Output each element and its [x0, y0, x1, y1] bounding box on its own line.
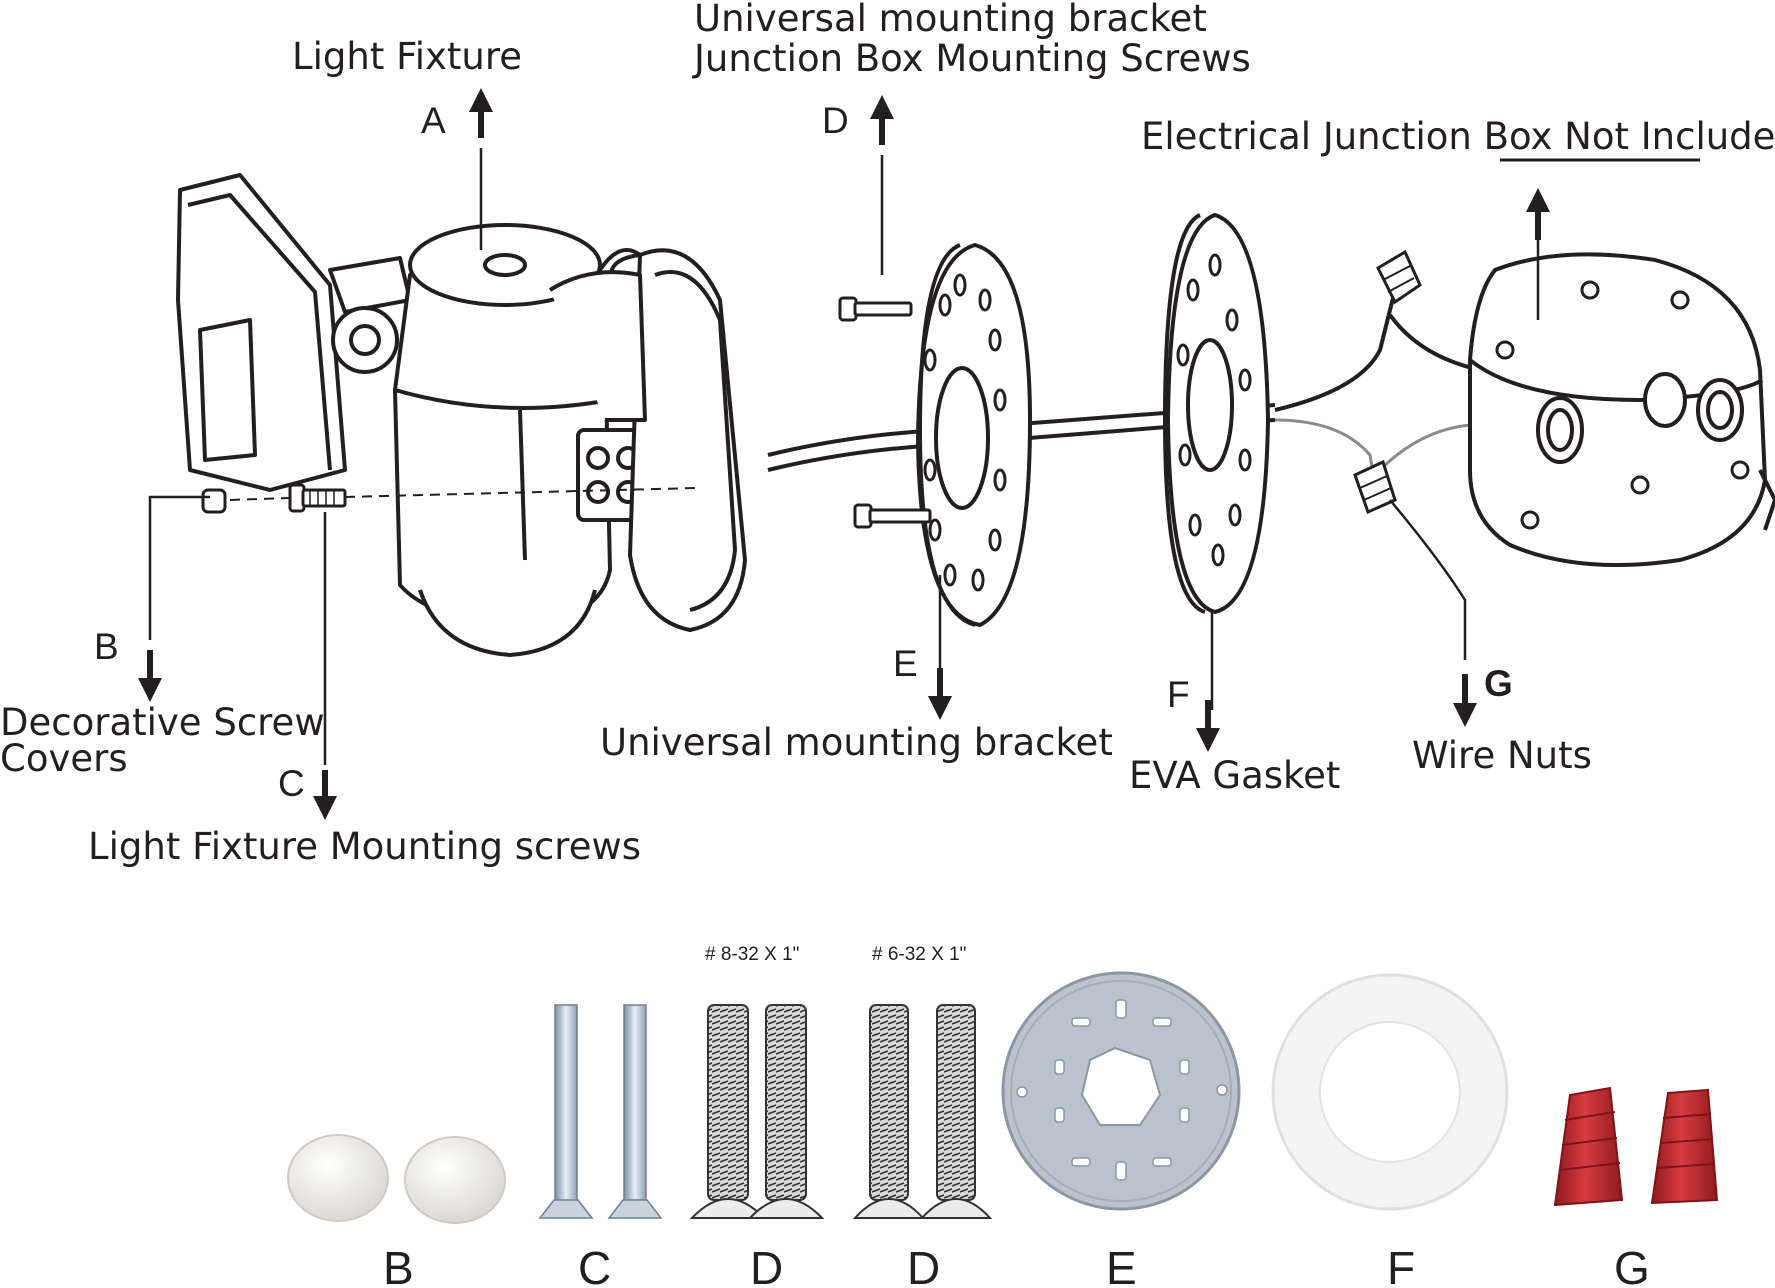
- label-junction-box: Electrical Junction Box Not Included: [1141, 115, 1775, 158]
- part-g-wire-nuts: [1553, 1086, 1719, 1207]
- label-eva-gasket: EVA Gasket: [1129, 754, 1341, 797]
- junction-box-drawing: [1468, 252, 1775, 567]
- label-decorative-line2: Covers: [0, 737, 128, 780]
- part-label-b: B: [383, 1242, 414, 1288]
- mounting-screw-1: [538, 1004, 594, 1219]
- letter-g: G: [1484, 663, 1513, 704]
- letter-c: C: [278, 763, 305, 804]
- label-bracket-line1: Universal mounting bracket: [694, 0, 1207, 40]
- screw-cover-1: [287, 1134, 389, 1222]
- wire-nut-2: [1650, 1088, 1719, 1205]
- part-label-g: G: [1614, 1242, 1650, 1288]
- mounting-screw-2: [607, 1004, 663, 1219]
- part-label-c: C: [578, 1242, 612, 1288]
- part-e-bracket: [1001, 971, 1241, 1211]
- wire-nut-1: [1553, 1086, 1624, 1207]
- part-c-mounting-screws: [538, 1004, 663, 1219]
- universal-bracket-drawing: [915, 242, 1033, 628]
- label-bracket-line2: Junction Box Mounting Screws: [694, 37, 1251, 80]
- label-junction-box-prefix: Electrical Junction Box: [1141, 115, 1565, 158]
- screw-cover-2: [404, 1136, 506, 1224]
- label-light-fixture: Light Fixture: [292, 35, 522, 78]
- label-universal-bracket: Universal mounting bracket: [600, 721, 1113, 764]
- part-d-screws-8-32: [689, 1004, 825, 1219]
- part-label-e: E: [1106, 1242, 1137, 1288]
- letter-a: A: [421, 100, 446, 141]
- threaded-screw-3: [852, 1004, 926, 1219]
- spec-screw-6-32: # 6-32 X 1": [872, 944, 967, 965]
- label-mounting-screws: Light Fixture Mounting screws: [88, 825, 642, 868]
- mounting-screw-drawing: [288, 483, 347, 513]
- label-wire-nuts: Wire Nuts: [1412, 734, 1592, 777]
- callout-leaders: [148, 148, 1700, 765]
- threaded-screw-2: [747, 1004, 825, 1219]
- label-decorative-line1: Decorative Screw: [0, 701, 325, 744]
- lead-wires-light: [1274, 418, 1601, 486]
- part-b-screw-covers: [287, 1134, 506, 1224]
- threaded-screw-1: [689, 1004, 767, 1219]
- callout-arrows: [138, 88, 1550, 820]
- eva-gasket-drawing: [1162, 212, 1271, 615]
- screw-guide-dashed: [229, 487, 696, 501]
- part-f-gasket: [1271, 973, 1509, 1211]
- wire-nut-drawing: [1353, 249, 1422, 515]
- part-label-f: F: [1387, 1242, 1416, 1288]
- spec-screw-8-32: # 8-32 X 1": [705, 944, 800, 965]
- label-junction-box-emphasis: Not Included: [1564, 115, 1775, 158]
- letter-d: D: [822, 100, 849, 141]
- screw-cover-drawing: [201, 488, 227, 514]
- letter-f: F: [1167, 674, 1190, 715]
- part-d-screws-6-32: [852, 1004, 993, 1219]
- light-fixture-drawing: [176, 173, 747, 657]
- part-label-d2: D: [907, 1242, 941, 1288]
- part-label-d1: D: [750, 1242, 784, 1288]
- threaded-screw-4: [919, 1004, 993, 1219]
- letter-b: B: [94, 626, 119, 667]
- letter-e: E: [893, 643, 918, 684]
- bracket-screw-drawing: [838, 296, 932, 529]
